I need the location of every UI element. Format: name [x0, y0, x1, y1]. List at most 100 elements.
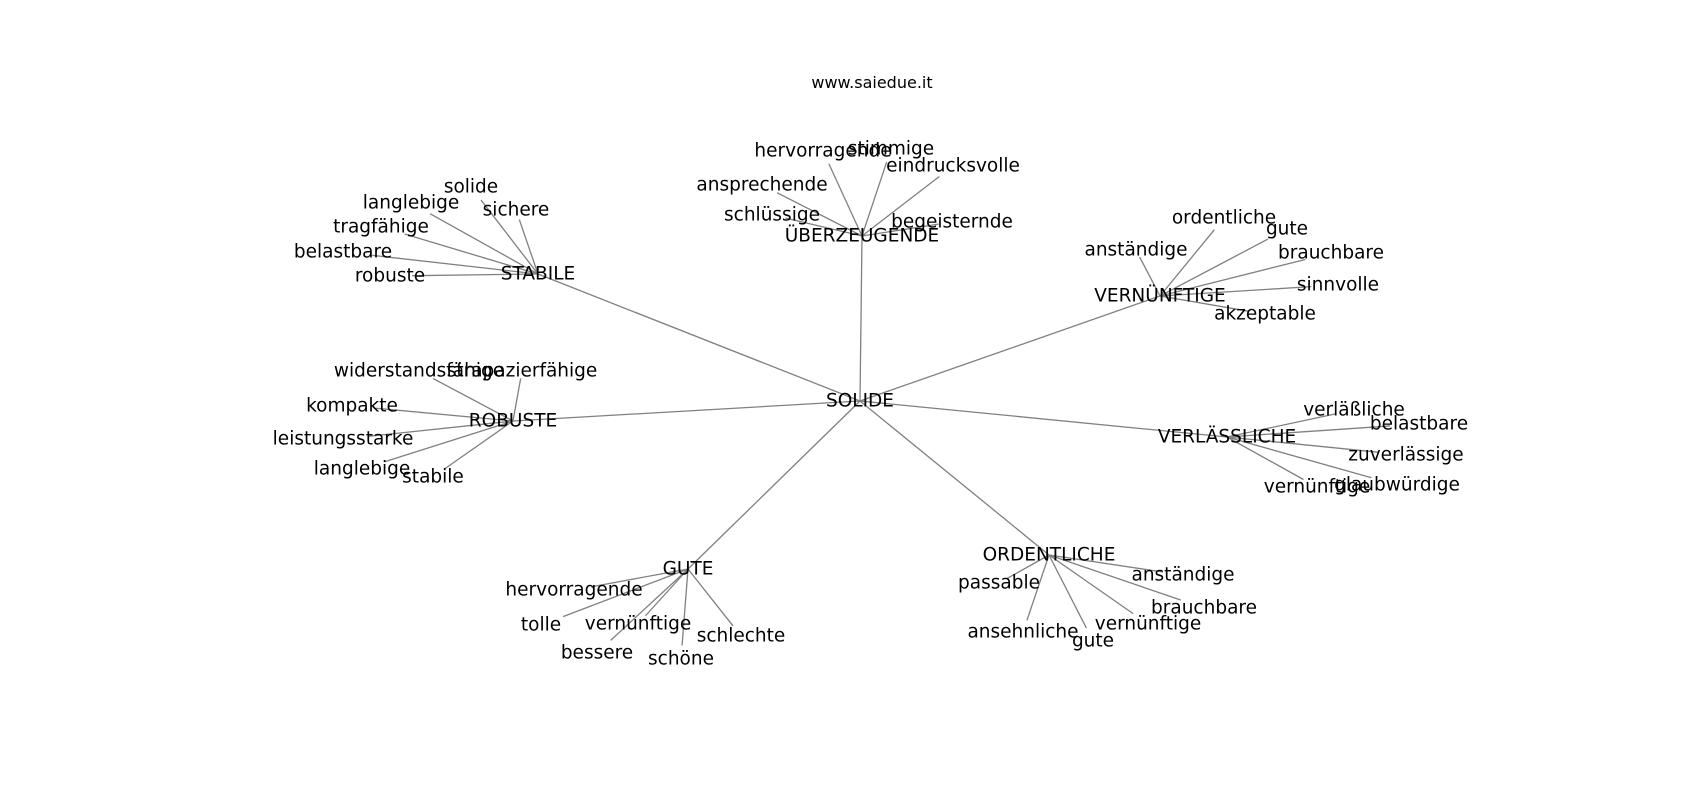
edge-hub-leaf [384, 420, 514, 463]
leaf-node-label: hervorragende [505, 580, 642, 601]
leaf-node-label: ansprechende [696, 175, 827, 196]
edge-root-hub [859, 400, 1228, 438]
leaf-node-label: solide [444, 177, 498, 198]
leaf-node-label: tragfähige [333, 217, 429, 238]
edge-hub-leaf [1139, 256, 1161, 297]
edge-hub-leaf [610, 568, 689, 641]
edge-hub-leaf [1226, 425, 1391, 438]
leaf-node-label: schlüssige [724, 205, 820, 226]
leaf-node-label: strapazierfähige [447, 361, 598, 382]
leaf-node-label: eindrucksvolle [886, 156, 1020, 177]
leaf-node-label: gute [1266, 219, 1308, 240]
edge-root-hub [687, 400, 861, 570]
leaf-node-label: anständige [1131, 565, 1234, 586]
edge-root-hub [512, 400, 861, 422]
edge-hub-leaf [785, 217, 863, 237]
leaf-node-label: anständige [1084, 240, 1187, 261]
hub-node-label: GUTE [663, 559, 714, 580]
edge-hub-leaf [1006, 554, 1050, 580]
edge-hub-leaf [645, 568, 689, 617]
leaf-node-label: brauchbare [1278, 243, 1384, 264]
edge-hub-leaf [444, 420, 514, 470]
leaf-node-label: verläßliche [1303, 400, 1405, 421]
edge-hub-leaf [681, 568, 689, 646]
edge-hub-leaf [372, 254, 539, 275]
leaf-node-label: belastbare [294, 242, 392, 263]
leaf-node-label: passable [958, 573, 1040, 594]
edge-hub-leaf [1159, 258, 1306, 297]
edge-hub-leaf [1159, 229, 1215, 297]
leaf-node-label: zuverlässige [1348, 445, 1463, 466]
edge-hub-leaf [1226, 413, 1336, 438]
edge-hub-leaf [1048, 554, 1087, 629]
edge-hub-leaf [512, 378, 522, 422]
leaf-node-label: hervorragende [754, 141, 891, 162]
leaf-node-label: schöne [648, 649, 714, 670]
edge-hub-leaf [432, 377, 514, 422]
edge-hub-leaf [1026, 554, 1050, 621]
leaf-node-label: begeisternde [891, 212, 1013, 233]
edge-hub-leaf [1048, 554, 1134, 615]
leaf-node-label: belastbare [1370, 414, 1468, 435]
hub-node-label: VERNÜNFTIGE [1094, 285, 1226, 307]
hub-node-label: ÜBERZEUGENDE [785, 225, 939, 247]
leaf-node-label: stimmige [848, 139, 934, 160]
edge-hub-leaf [1159, 238, 1269, 297]
diagram-title: www.saiedue.it [811, 73, 932, 92]
leaf-node-label: widerstandsfähige [334, 361, 504, 382]
leaf-node-label: bessere [561, 643, 633, 664]
edge-root-hub [537, 273, 861, 402]
hub-node-label: ROBUSTE [469, 411, 557, 432]
leaf-node-label: langlebige [363, 193, 459, 214]
edge-hub-leaf [1226, 436, 1304, 481]
edge-hub-leaf [1226, 436, 1380, 453]
edge-hub-leaf [518, 219, 539, 275]
leaf-node-label: brauchbare [1151, 598, 1257, 619]
leaf-node-label: ordentliche [1172, 208, 1276, 229]
leaf-node-label: vernünftige [585, 614, 692, 635]
leaf-node-label: glaubwürdige [1334, 475, 1460, 496]
edge-hub-leaf [861, 175, 940, 237]
edge-hub-leaf [1159, 295, 1250, 312]
edge-hub-leaf [687, 568, 734, 627]
hub-node-label: STABILE [501, 264, 575, 285]
leaf-node-label: sichere [483, 200, 550, 221]
edge-hub-leaf [776, 192, 863, 237]
edge-hub-leaf [404, 233, 539, 275]
edge-hub-leaf [1048, 554, 1181, 601]
leaf-node-label: leistungsstarke [273, 429, 414, 450]
leaf-node-label: stabile [402, 467, 464, 488]
leaf-node-label: ansehnliche [967, 622, 1078, 643]
edge-hub-leaf [429, 213, 539, 275]
edge-root-hub [859, 295, 1161, 402]
edge-hub-leaf [1226, 436, 1372, 479]
hub-node-label: VERLÄSSLICHE [1158, 427, 1296, 448]
hub-node-label: ORDENTLICHE [983, 545, 1116, 566]
edge-hub-leaf [1159, 286, 1312, 297]
leaf-node-label: schlechte [697, 626, 786, 647]
leaf-node-label: sinnvolle [1297, 275, 1379, 296]
leaf-node-label: robuste [355, 266, 425, 287]
edge-hub-leaf [412, 273, 539, 277]
leaf-node-label: gute [1072, 631, 1114, 652]
edge-root-hub [859, 400, 1050, 556]
leaf-node-label: kompakte [306, 396, 398, 417]
edge-hub-leaf [368, 420, 514, 437]
edge-hub-leaf [376, 407, 514, 422]
leaf-node-label: akzeptable [1214, 304, 1316, 325]
leaf-node-label: vernünftige [1095, 614, 1202, 635]
edge-hub-leaf [861, 223, 939, 237]
edge-hub-leaf [828, 163, 863, 237]
leaf-node-label: langlebige [314, 459, 410, 480]
edge-hub-leaf [562, 568, 689, 618]
leaf-node-label: vernünftige [1264, 477, 1371, 498]
edge-hub-leaf [1048, 554, 1163, 573]
edge-hub-leaf [590, 568, 689, 588]
edges-layer [368, 161, 1391, 646]
leaf-node-label: tolle [521, 615, 561, 636]
edge-root-hub [859, 235, 863, 402]
edge-hub-leaf [861, 161, 888, 237]
edge-hub-leaf [480, 199, 539, 275]
